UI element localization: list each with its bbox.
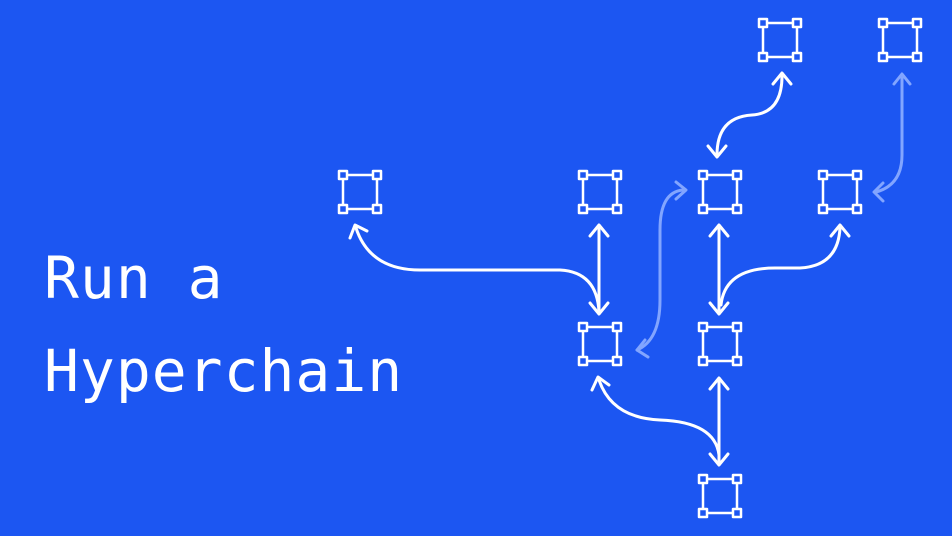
node-square-icon: [877, 17, 923, 63]
node-square-icon: [817, 169, 863, 215]
white-arrows: [348, 71, 851, 467]
faded-arrows: [635, 72, 912, 359]
double-headed-arrow-icon: [590, 375, 721, 457]
double-headed-arrow-icon: [719, 223, 851, 307]
node-square-icon: [697, 169, 743, 215]
title-line-1: Run a: [44, 244, 224, 312]
double-headed-arrow-icon: [588, 223, 610, 316]
title-line-2: Hyperchain: [44, 337, 404, 405]
node-square-icon: [337, 169, 383, 215]
node-square-icon: [697, 321, 743, 367]
double-headed-arrow-icon: [635, 180, 688, 359]
node-square-icon: [577, 169, 623, 215]
page-title: Run a Hyperchain: [44, 232, 403, 418]
node-square-icon: [697, 473, 743, 519]
node-square-icon: [757, 17, 803, 63]
double-headed-arrow-icon: [706, 71, 793, 159]
double-headed-arrow-icon: [708, 223, 730, 316]
double-headed-arrow-icon: [348, 223, 601, 314]
double-headed-arrow-icon: [872, 72, 912, 203]
node-square-icon: [577, 321, 623, 367]
